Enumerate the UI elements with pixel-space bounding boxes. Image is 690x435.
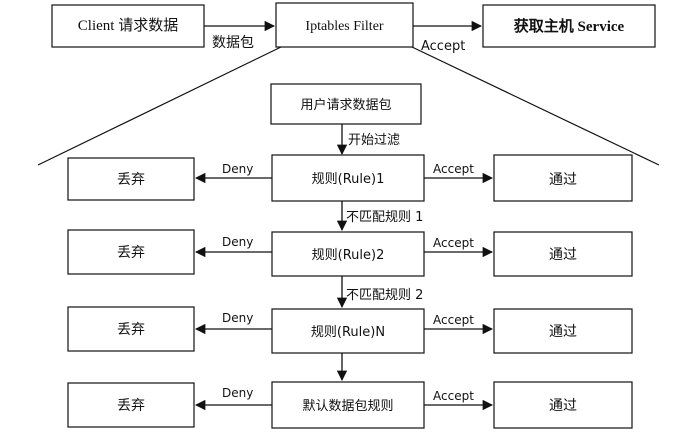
drop-label: 丢弃 xyxy=(117,172,145,188)
rule-box xyxy=(271,154,425,202)
default-rule-label: 默认数据包规则 xyxy=(302,398,393,414)
drop-box xyxy=(67,382,195,428)
rule-box xyxy=(271,231,425,277)
rule-label: 规则(Rule)2 xyxy=(312,248,385,263)
user-request-packet-box xyxy=(270,83,422,125)
deny-label: Deny xyxy=(222,162,253,176)
pass-box xyxy=(493,381,633,429)
pass-label: 通过 xyxy=(549,172,577,188)
rule-label: 规则(Rule)N xyxy=(311,325,385,340)
rule-row: 丢弃 默认数据包规则 通过 Deny Accept xyxy=(67,381,633,429)
rule-label: 规则(Rule)1 xyxy=(312,172,385,187)
rule-box xyxy=(271,308,425,354)
user-request-packet-label: 用户请求数据包 xyxy=(300,97,391,113)
client-box xyxy=(51,4,205,48)
accept-label-top: Accept xyxy=(421,39,465,54)
next-rule-label: 不匹配规则 1 xyxy=(346,210,423,225)
drop-box xyxy=(67,306,195,352)
deny-label: Deny xyxy=(222,311,253,325)
accept-label: Accept xyxy=(433,236,474,250)
default-rule-box xyxy=(271,381,425,429)
client-box-label: Client 请求数据 xyxy=(78,17,178,34)
deny-label: Deny xyxy=(222,386,253,400)
accept-label: Accept xyxy=(433,313,474,327)
rule-row: 丢弃 规则(Rule)2 通过 Deny Accept 不匹配规则 2 xyxy=(67,229,633,309)
drop-box xyxy=(67,157,195,201)
pass-box xyxy=(493,308,633,354)
iptables-filter-label: Iptables Filter xyxy=(305,19,383,34)
drop-label: 丢弃 xyxy=(117,245,145,261)
pass-box xyxy=(493,231,633,277)
rule-row: 丢弃 规则(Rule)N 通过 Deny Accept xyxy=(67,306,633,382)
pass-label: 通过 xyxy=(549,247,577,263)
zoom-line-right xyxy=(411,46,660,166)
service-box-label: 获取主机 Service xyxy=(514,17,625,35)
service-box xyxy=(482,4,656,48)
packet-label: 数据包 xyxy=(212,35,254,51)
iptables-filter-box xyxy=(275,2,414,48)
drop-label: 丢弃 xyxy=(117,322,145,338)
accept-label: Accept xyxy=(433,389,474,403)
deny-label: Deny xyxy=(222,235,253,249)
next-rule-label: 不匹配规则 2 xyxy=(346,288,423,303)
accept-label: Accept xyxy=(433,162,474,176)
rule-rows: 丢弃 规则(Rule)1 通过 Deny Accept 不匹配规则 1 丢弃 规… xyxy=(67,154,633,429)
start-filter-label: 开始过滤 xyxy=(348,133,400,148)
top-flow: Client 请求数据 Iptables Filter 获取主机 Service… xyxy=(51,2,656,54)
pass-label: 通过 xyxy=(549,324,577,340)
pass-box xyxy=(493,154,633,202)
drop-box xyxy=(67,229,195,275)
zoom-line-left xyxy=(37,46,282,166)
pass-label: 通过 xyxy=(549,398,577,414)
rule-row: 丢弃 规则(Rule)1 通过 Deny Accept 不匹配规则 1 xyxy=(67,154,633,232)
drop-label: 丢弃 xyxy=(117,398,145,414)
